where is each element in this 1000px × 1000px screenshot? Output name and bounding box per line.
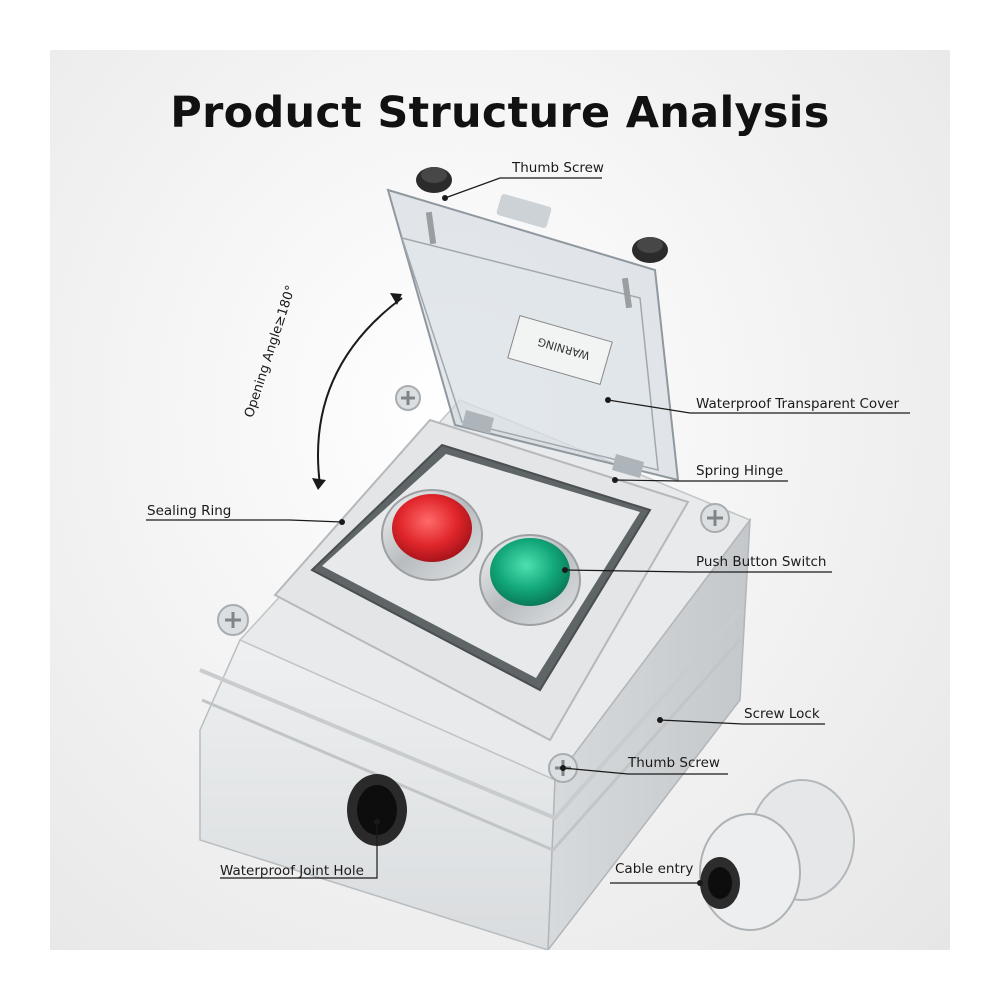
callout-dots [339,195,703,886]
product-illustration: WARNING [146,167,910,950]
joint-hole [347,774,407,846]
cable-gland [699,779,855,931]
corner-screw-left [217,604,249,636]
label-screw-lock: Screw Lock [744,706,820,722]
label-waterproof-cover: Waterproof Transparent Cover [696,396,900,412]
label-push-button: Push Button Switch [696,554,827,570]
label-spring-hinge: Spring Hinge [696,463,784,479]
thumb-screw-knob-right [621,237,668,309]
label-thumb-screw-bottom: Thumb Screw [628,755,720,771]
green-push-button [479,534,581,626]
opening-angle-arrow [312,293,403,490]
label-sealing-ring: Sealing Ring [147,503,232,519]
label-thumb-screw-top: Thumb Screw [512,160,604,176]
callout-lines [146,177,910,884]
label-cable-entry: Cable entry [615,861,694,877]
thumb-screw-knob-left [416,167,452,245]
product-panel: WARNING [50,50,950,950]
corner-screw-back [395,385,421,411]
corner-screw-right [700,503,730,533]
label-joint-hole: Waterproof Joint Hole [220,863,364,879]
transparent-cover: WARNING [386,188,680,482]
red-push-button [381,489,483,581]
page-title: Product Structure Analysis [170,88,830,138]
